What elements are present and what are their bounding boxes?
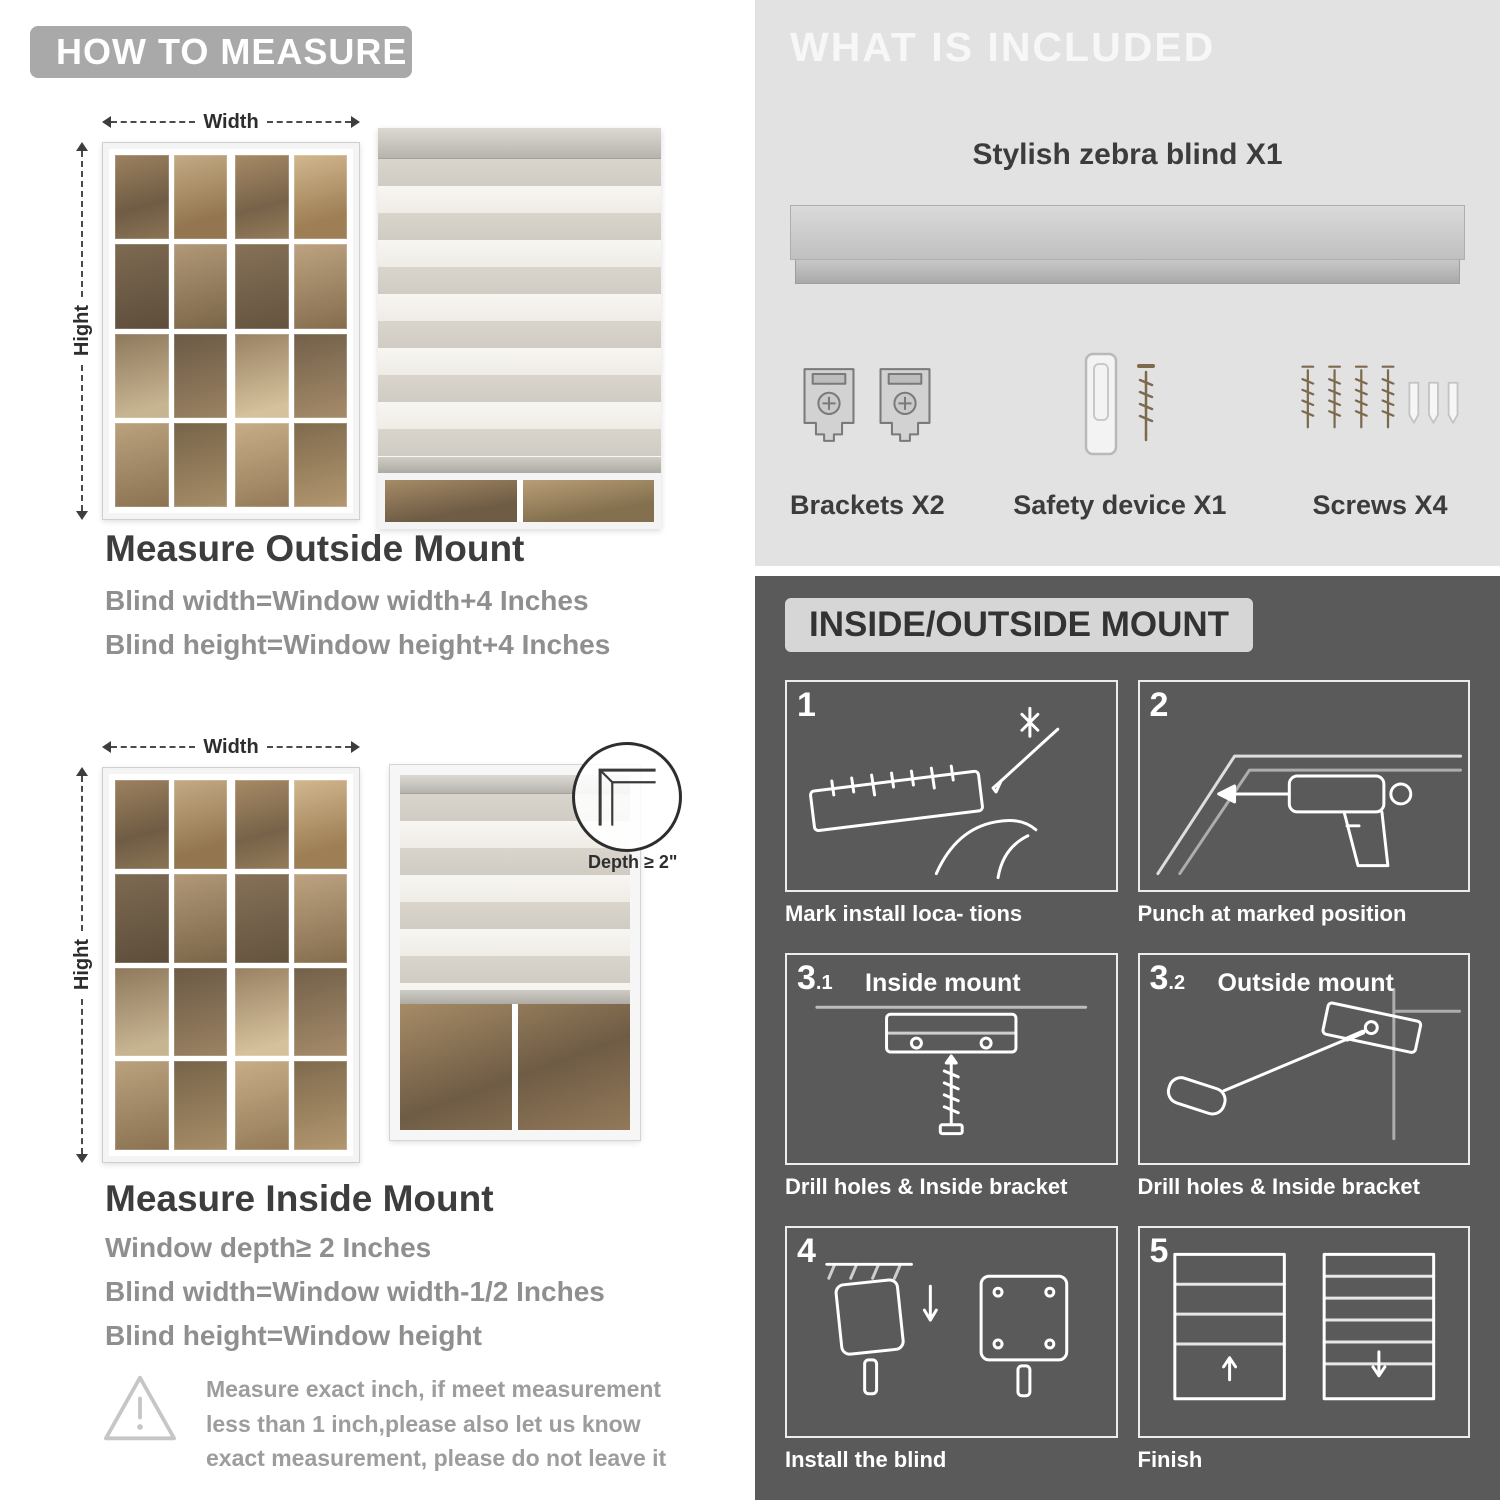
zebra-stripes <box>378 159 661 457</box>
inside-mount-title: Measure Inside Mount <box>105 1178 494 1219</box>
arrow-down-icon <box>76 511 88 520</box>
window-sash <box>235 780 347 1150</box>
window-sash <box>115 780 227 1150</box>
window-sash <box>235 155 347 507</box>
measure-corner-spacer <box>68 733 96 761</box>
inside-rule-1: Window depth≥ 2 Inches <box>105 1232 432 1263</box>
mount-steps-grid: 1 Mark install loca- tions 2 <box>785 680 1470 1473</box>
zebra-blind-headrail-image <box>790 205 1465 284</box>
width-label: Width <box>203 735 259 758</box>
what-is-included-header: WHAT IS INCLUDED <box>790 24 1216 70</box>
inside-mount-window-figure: Width Hight <box>68 733 361 1163</box>
inside-rule-3: Blind height=Window height <box>105 1320 482 1351</box>
blind-bottomrail <box>400 990 630 1004</box>
zebra-blind-outside-illustration <box>378 128 661 529</box>
measure-note-text: Measure exact inch, if meet measurement … <box>206 1376 667 1471</box>
window-glass <box>400 1004 630 1130</box>
bracket-icon <box>879 368 931 442</box>
arrow-up-icon <box>76 767 88 776</box>
depth-label: Depth ≥ 2" <box>588 852 678 872</box>
drill-icon <box>1155 754 1462 876</box>
included-item-safety-device: Safety device X1 <box>1013 330 1226 521</box>
height-measure: Hight <box>68 142 96 520</box>
mark-locations-icon <box>809 706 1060 880</box>
window-peek <box>378 473 661 529</box>
height-measure: Hight <box>68 767 96 1163</box>
arrow-left-icon <box>102 116 111 128</box>
warning-triangle-icon <box>104 1375 176 1441</box>
outside-rule-1: Blind width=Window width+4 Inches <box>105 585 589 616</box>
zebra-blind-label: Stylish zebra blind X1 <box>972 138 1283 171</box>
mount-step-2: 2 Punch at marked position <box>1137 680 1470 927</box>
arrow-right-icon <box>351 116 361 128</box>
width-measure: Width <box>102 733 361 761</box>
outside-rule-2: Blind height=Window height+4 Inches <box>105 629 611 660</box>
arrow-left-icon <box>102 741 111 753</box>
install-blind-icon <box>825 1262 1069 1398</box>
measure-note: Measure exact inch, if meet measurement … <box>100 1372 676 1476</box>
finish-blinds-icon <box>1172 1252 1435 1401</box>
blind-bottomrail <box>378 457 661 473</box>
bracket-icon <box>803 368 855 442</box>
blind-headrail <box>378 128 661 159</box>
mount-step-3-2: 3.2 Outside mount Drill holes & <box>1137 953 1470 1200</box>
mount-step-3-1: 3.1 Inside mount Drill holes & Ins <box>785 953 1118 1200</box>
what-is-included-panel: WHAT IS INCLUDED Stylish zebra blind X1 <box>755 0 1500 566</box>
inside-outside-mount-header: INSIDE/OUTSIDE MOUNT <box>785 598 1254 652</box>
inside-bracket-screw-icon <box>815 1005 1088 1136</box>
width-measure: Width <box>102 108 361 136</box>
measure-corner-spacer <box>68 108 96 136</box>
width-label: Width <box>203 110 259 133</box>
window-photo <box>102 142 360 520</box>
inside-outside-mount-panel: INSIDE/OUTSIDE MOUNT 1 Mark install loc <box>755 576 1500 1500</box>
window-sash <box>115 155 227 507</box>
outside-bracket-screwdriver-icon <box>1166 987 1461 1141</box>
arrow-right-icon <box>351 741 361 753</box>
corner-depth-icon <box>598 768 656 826</box>
window-photo <box>102 767 360 1163</box>
how-to-measure-header: HOW TO MEASURE <box>30 26 412 78</box>
included-item-screws: Screws X4 <box>1295 330 1465 521</box>
arrow-down-icon <box>76 1154 88 1163</box>
inside-mount-label: Inside mount <box>865 969 1021 997</box>
outside-mount-window-figure: Width Hight <box>68 108 361 520</box>
mount-step-1: 1 Mark install loca- tions <box>785 680 1118 927</box>
corner-depth-detail <box>572 742 682 852</box>
height-label: Hight <box>70 939 93 991</box>
safety-device-label: Safety device X1 <box>1013 490 1227 520</box>
included-item-brackets: Brackets X2 <box>790 330 945 521</box>
outside-mount-label: Outside mount <box>1217 969 1394 997</box>
arrow-up-icon <box>76 142 88 151</box>
outside-mount-title: Measure Outside Mount <box>105 528 525 569</box>
mount-step-4: 4 Install the blind <box>785 1226 1118 1473</box>
safety-device-icon <box>1084 352 1155 456</box>
inside-rule-2: Blind width=Window width-1/2 Inches <box>105 1276 605 1307</box>
screws-label: Screws X4 <box>1312 490 1448 520</box>
screws-icon <box>1301 365 1459 429</box>
mount-step-5: 5 Finish <box>1137 1226 1470 1473</box>
height-label: Hight <box>70 305 93 357</box>
brackets-label: Brackets X2 <box>790 490 945 520</box>
